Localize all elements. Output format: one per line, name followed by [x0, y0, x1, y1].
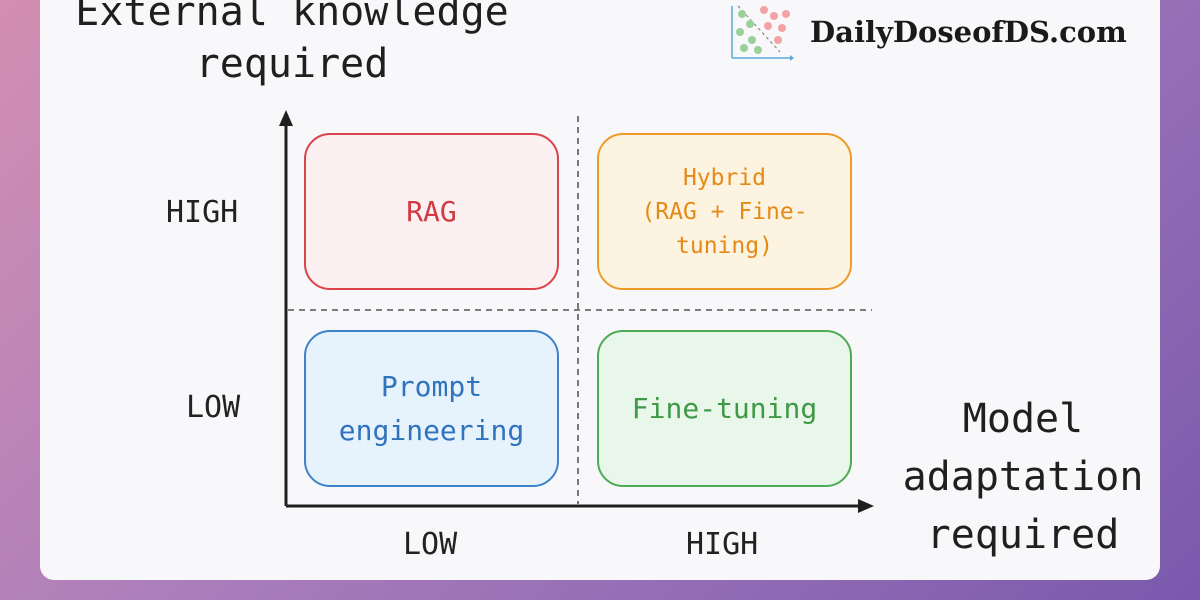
quadrant-rag-label: RAG	[406, 195, 457, 228]
x-axis-arrow	[858, 499, 874, 513]
quadrant-prompt-line-2: engineering	[338, 413, 525, 447]
quadrant-prompt-engineering: Prompt engineering	[304, 330, 559, 487]
quadrant-prompt-line-1: Prompt	[380, 369, 483, 403]
diagram-card	[40, 0, 1160, 580]
quadrant-fine-tuning: Fine-tuning	[597, 330, 852, 487]
quadrant-hybrid-line-3: tuning)	[676, 232, 773, 259]
y-tick-high: HIGH	[166, 195, 239, 230]
quadrant-hybrid-line-1: Hybrid	[682, 164, 767, 191]
quadrant-hybrid: Hybrid (RAG + Fine- tuning)	[597, 133, 852, 290]
x-axis-label: Model adaptation required	[902, 396, 1144, 558]
y-tick-low: LOW	[186, 390, 241, 425]
x-tick-low: LOW	[403, 527, 458, 562]
x-tick-high: HIGH	[686, 527, 759, 562]
quadrant-hybrid-line-2: (RAG + Fine-	[641, 198, 808, 225]
scatter-plot-logo-icon	[731, 5, 794, 61]
brand-name[interactable]: DailyDoseofDS.com	[810, 15, 1127, 49]
brand[interactable]: DailyDoseofDS.com	[728, 2, 1127, 62]
y-axis-label: External knowledge required	[75, 0, 509, 87]
quadrant-rag: RAG	[304, 133, 559, 290]
y-axis-arrow	[279, 110, 293, 126]
quadrant-fine-tuning-label: Fine-tuning	[631, 392, 818, 425]
